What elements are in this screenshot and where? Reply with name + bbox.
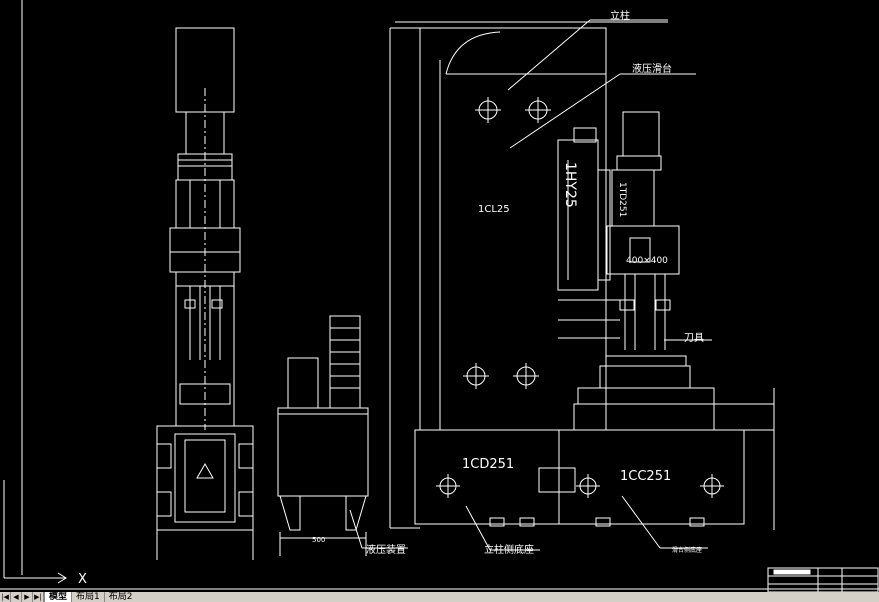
front-elevation-view (349, 19, 775, 551)
tab-nav-prev-icon[interactable]: ◀ (11, 592, 22, 602)
tab-nav-first-icon[interactable]: |◀ (0, 592, 11, 602)
label-dimension-500: 500 (312, 536, 325, 544)
label-column-side-base: 立柱侧底座 (484, 543, 534, 556)
tab-model[interactable]: 模型 (44, 592, 72, 602)
title-block (767, 567, 879, 593)
label-slide-base-model: 1CC251 (620, 469, 671, 484)
label-column-model: 1CL25 (478, 204, 510, 215)
label-hydraulic-slide: 液压滑台 (632, 62, 672, 75)
label-column: 立柱 (610, 9, 630, 22)
label-hydraulic-unit: 液压装置 (366, 543, 406, 556)
label-tool: 刀具 (684, 332, 704, 344)
tab-layout2[interactable]: 布局2 (103, 592, 137, 602)
ucs-axis-icon (3, 480, 67, 584)
layout-tab-bar: |◀ ◀ ▶ ▶| 模型 布局1 布局2 (0, 592, 879, 602)
label-column-base-model: 1CD251 (462, 457, 514, 472)
label-slide-side-base: 滑台侧底座 (672, 546, 702, 554)
label-axis-x: X (78, 572, 87, 587)
label-headbox-size: 400×400 (626, 256, 668, 266)
tab-nav-last-icon[interactable]: ▶| (33, 592, 44, 602)
hydraulic-unit-view (277, 315, 369, 556)
tab-nav-next-icon[interactable]: ▶ (22, 592, 33, 602)
label-slide-model: 1HY25 (562, 162, 578, 208)
label-drill-head-model: 1TD251 (617, 182, 627, 217)
left-side-view (156, 27, 254, 560)
tab-layout1[interactable]: 布局1 (71, 592, 104, 602)
